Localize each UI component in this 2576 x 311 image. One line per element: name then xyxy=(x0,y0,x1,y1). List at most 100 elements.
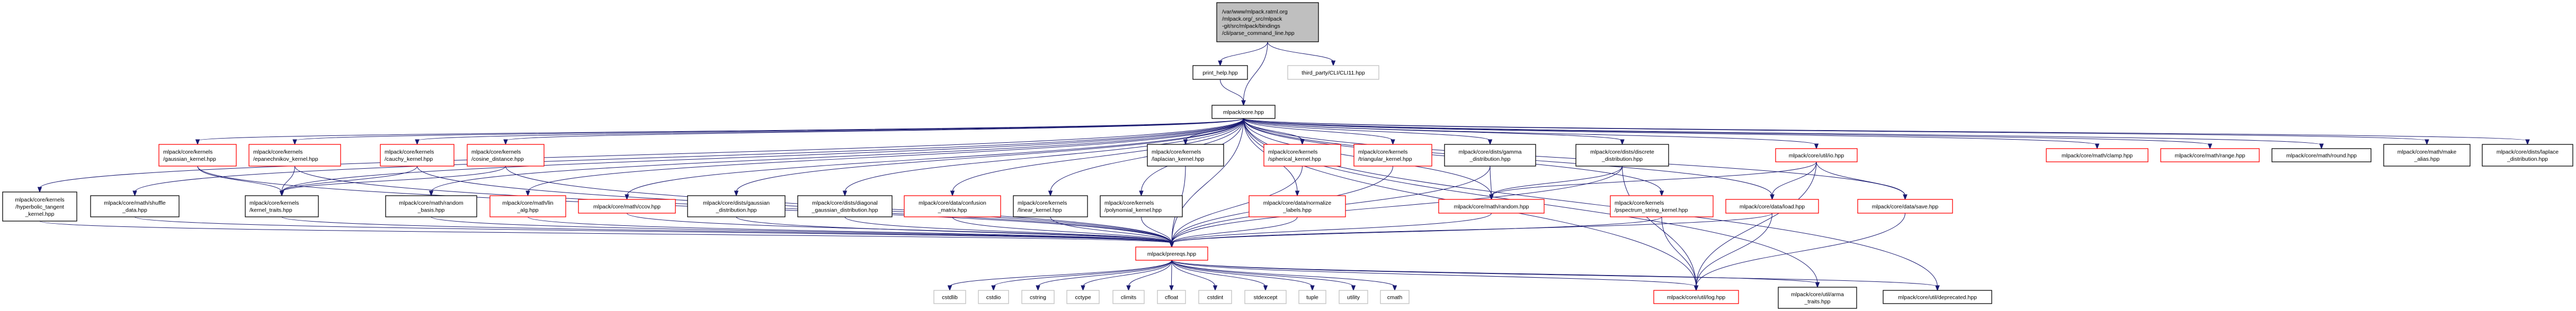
node-box xyxy=(1216,2,1319,42)
node-cosine-distance[interactable]: mlpack/core/kernels/cosine_distance.hpp xyxy=(467,144,545,167)
node-label-line: mlpack/core/dists/diagonal xyxy=(812,200,878,206)
arrowhead-icon xyxy=(1081,285,1085,291)
node-arma-traits[interactable]: mlpack/core/util/arma_traits.hpp xyxy=(1778,287,1857,309)
node-box xyxy=(1444,144,1536,167)
arrowhead-icon xyxy=(2094,143,2100,150)
edge-prereqs-to-cstring xyxy=(1036,260,1172,291)
node-random[interactable]: mlpack/core/math/random.hpp xyxy=(1438,199,1545,214)
node-label-line: -git/src/mlpack/bindings xyxy=(1222,23,1280,30)
node-label-line: mlpack/core/util/deprecated.hpp xyxy=(1898,294,1977,300)
node-laplace-distribution[interactable]: mlpack/core/dists/laplace_distribution.h… xyxy=(2482,144,2573,167)
edge-line xyxy=(197,118,1244,141)
node-box xyxy=(2046,148,2149,162)
node-random-basis[interactable]: mlpack/core/math/random_basis.hpp xyxy=(385,195,477,217)
node-label-line: _distribution.hpp xyxy=(1601,156,1643,162)
edge-line xyxy=(949,260,1172,287)
arrowhead-icon xyxy=(1218,60,1223,67)
arrowhead-icon xyxy=(947,285,952,291)
node-prereqs[interactable]: mlpack/prereqs.hpp xyxy=(1135,246,1208,261)
node-make-alias[interactable]: mlpack/core/math/make_alias.hpp xyxy=(2383,144,2471,167)
node-label-line: mlpack/core/dists/gamma xyxy=(1458,149,1521,156)
node-label-line: _distribution.hpp xyxy=(715,207,756,214)
node-range[interactable]: mlpack/core/math/range.hpp xyxy=(2160,148,2260,162)
node-label-line: mlpack/core/kernels xyxy=(249,200,299,206)
node-box xyxy=(1857,199,1953,214)
node-lin-alg[interactable]: mlpack/core/math/lin_alg.hpp xyxy=(489,195,566,217)
arrowhead-icon xyxy=(503,139,508,145)
node-gaussian-kernel[interactable]: mlpack/core/kernels/gaussian_kernel.hpp xyxy=(158,144,237,167)
node-hyperbolic-tangent-kernel[interactable]: mlpack/core/kernels/hyperbolic_tangent_k… xyxy=(2,191,77,222)
node-ccov[interactable]: mlpack/core/math/ccov.hpp xyxy=(578,199,676,214)
node-label-line: mlpack/core/kernels xyxy=(471,149,521,156)
edge-io-to-log xyxy=(1693,161,1817,291)
edge-line xyxy=(1243,118,1491,141)
node-io[interactable]: mlpack/core/util/io.hpp xyxy=(1775,148,1858,162)
node-box xyxy=(90,195,180,217)
node-label-line: mlpack/core/data/normalize xyxy=(1263,200,1332,206)
node-cstdlib: cstdlib xyxy=(933,290,966,304)
edge-line xyxy=(1243,118,2098,145)
node-save[interactable]: mlpack/core/data/save.hpp xyxy=(1857,199,1953,214)
edge-core-to-epanechnikov_kernel xyxy=(292,118,1244,145)
edge-ccov-to-prereqs xyxy=(627,213,1174,248)
node-label-line: /gaussian_kernel.hpp xyxy=(163,156,216,162)
node-diagonal-gaussian-distribution[interactable]: mlpack/core/dists/diagonal_gaussian_dist… xyxy=(797,195,893,217)
node-label-line: _basis.hpp xyxy=(417,207,445,214)
node-confusion-matrix[interactable]: mlpack/core/data/confusion_matrix.hpp xyxy=(904,195,1001,217)
node-log[interactable]: mlpack/core/util/log.hpp xyxy=(1653,290,1739,304)
edge-line xyxy=(1243,118,1817,145)
node-shuffle-data[interactable]: mlpack/core/math/shuffle_data.hpp xyxy=(90,195,180,217)
edge-line xyxy=(844,118,1244,193)
arrowhead-icon xyxy=(842,190,848,197)
node-discrete-distribution[interactable]: mlpack/core/dists/discrete_distribution.… xyxy=(1575,144,1669,167)
node-box xyxy=(904,195,1001,217)
node-core[interactable]: mlpack/core.hpp xyxy=(1211,105,1276,119)
edge-line xyxy=(1243,118,1623,141)
arrowhead-icon xyxy=(1241,100,1246,106)
node-cauchy-kernel[interactable]: mlpack/core/kernels/cauchy_kernel.hpp xyxy=(380,144,454,167)
edge-load-to-prereqs xyxy=(1169,213,1772,248)
node-label-line: mlpack/core/math/range.hpp xyxy=(2174,152,2245,159)
edge-core-to-cosine_distance xyxy=(503,118,1244,145)
arrowhead-icon xyxy=(1183,139,1188,145)
edge-line xyxy=(505,118,1244,141)
node-box xyxy=(1100,195,1183,217)
arrowhead-icon xyxy=(429,190,434,197)
node-gamma-distribution[interactable]: mlpack/core/dists/gamma_distribution.hpp xyxy=(1444,144,1536,167)
node-label-line: _alias.hpp xyxy=(2414,156,2440,162)
node-label-line: cstdlib xyxy=(942,294,958,300)
node-laplacian-kernel[interactable]: mlpack/core/kernels/laplacian_kernel.hpp xyxy=(1147,144,1224,167)
arrowhead-icon xyxy=(991,285,996,291)
node-kernel-traits[interactable]: mlpack/core/kernels/kernel_traits.hpp xyxy=(245,195,319,217)
edge-core-to-confusion_matrix xyxy=(950,118,1244,197)
node-load[interactable]: mlpack/core/data/load.hpp xyxy=(1725,199,1819,214)
edge-prereqs-to-cfloat xyxy=(1169,260,1174,291)
edge-core-to-gamma_distribution xyxy=(1243,118,1493,145)
arrowhead-icon xyxy=(1169,242,1174,248)
node-label-line: mlpack/core/data/load.hpp xyxy=(1740,204,1805,210)
node-label-line: cstdint xyxy=(1207,294,1223,300)
node-label-line: mlpack/prereqs.hpp xyxy=(1147,251,1196,257)
node-root[interactable]: /var/www/mlpack.ratml.org/mlpack.org/_sr… xyxy=(1216,2,1319,42)
node-epanechnikov-kernel[interactable]: mlpack/core/kernels/epanechnikov_kernel.… xyxy=(248,144,341,167)
node-print-help[interactable]: print_help.hpp xyxy=(1192,65,1248,80)
node-deprecated[interactable]: mlpack/core/util/deprecated.hpp xyxy=(1883,290,1992,304)
node-linear-kernel[interactable]: mlpack/core/kernels/linear_kernel.hpp xyxy=(1013,195,1088,217)
arrowhead-icon xyxy=(1169,285,1174,291)
arrowhead-icon xyxy=(1295,190,1300,197)
node-clamp[interactable]: mlpack/core/math/clamp.hpp xyxy=(2046,148,2149,162)
node-box xyxy=(2271,148,2372,162)
edge-line xyxy=(295,118,1244,141)
node-polynomial-kernel[interactable]: mlpack/core/kernels/polynomial_kernel.hp… xyxy=(1100,195,1183,217)
node-pspectrum-string-kernel[interactable]: mlpack/core/kernels/pspectrum_string_ker… xyxy=(1610,195,1714,217)
node-box xyxy=(1249,195,1346,217)
edge-core-to-discrete_distribution xyxy=(1243,118,1625,145)
node-gaussian-distribution[interactable]: mlpack/core/dists/gaussian_distribution.… xyxy=(687,195,786,217)
node-round[interactable]: mlpack/core/math/round.hpp xyxy=(2271,148,2372,162)
node-box xyxy=(1198,290,1232,304)
node-normalize-labels[interactable]: mlpack/core/data/normalize_labels.hpp xyxy=(1249,195,1346,217)
edge-prereqs-to-utility xyxy=(1171,260,1356,291)
node-spherical-kernel[interactable]: mlpack/core/kernels/spherical_kernel.hpp xyxy=(1263,144,1341,167)
edge-random_basis-to-prereqs xyxy=(431,216,1174,248)
node-triangular-kernel[interactable]: mlpack/core/kernels/triangular_kernel.hp… xyxy=(1353,144,1432,167)
